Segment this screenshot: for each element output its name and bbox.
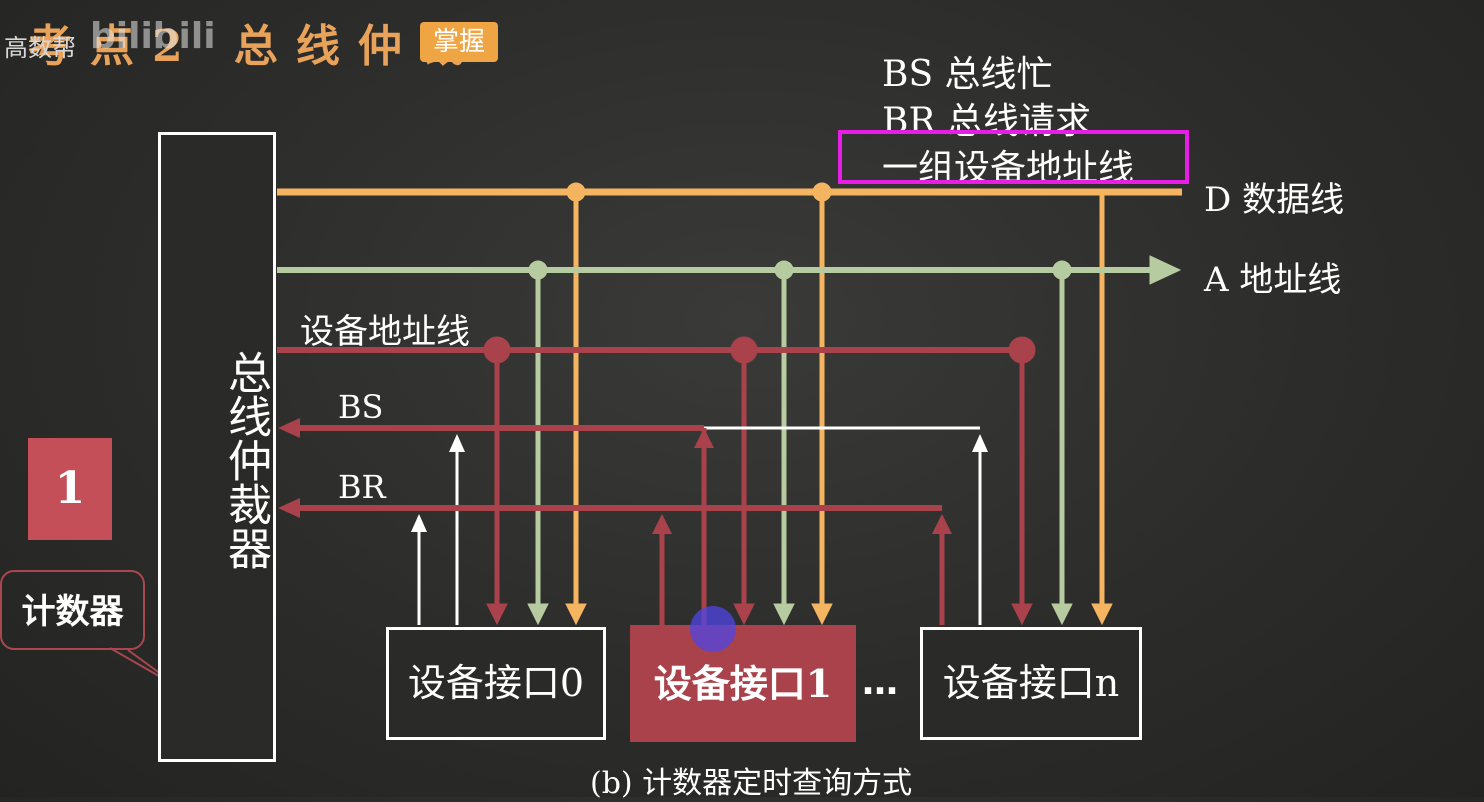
device-interface-n: 设备接口n xyxy=(920,627,1142,740)
ellipsis: … xyxy=(862,662,898,703)
address-bus-label: A 地址线 xyxy=(1204,260,1342,300)
legend-br: BR 总线请求 xyxy=(882,101,1092,142)
cursor-highlight xyxy=(690,606,736,652)
device-address-lines xyxy=(277,336,1036,626)
watermark-text: 高数帮 xyxy=(4,34,76,62)
legend-bs: BS 总线忙 xyxy=(882,54,1053,95)
device-label: 设备接口1 xyxy=(653,661,833,706)
device-address-label: 设备地址线 xyxy=(300,312,470,352)
device-label: 设备接口0 xyxy=(407,661,585,705)
br-label: BR xyxy=(338,468,386,506)
method-number-box: 1 xyxy=(28,438,112,540)
bus-arbiter-label: 总线仲裁器 xyxy=(220,350,271,570)
data-bus-label: D 数据线 xyxy=(1204,180,1345,220)
bilibili-logo: bilibili xyxy=(90,16,216,57)
br-line xyxy=(278,498,952,625)
bus-arbiter-box xyxy=(158,132,276,762)
highlight-box xyxy=(838,130,1189,184)
device-interface-0: 设备接口0 xyxy=(386,627,606,740)
address-bus xyxy=(277,255,1182,626)
bs-label: BS xyxy=(338,388,384,426)
bs-line xyxy=(278,418,988,625)
slide-title: 考点2 总线仲裁 xyxy=(28,21,482,72)
counter-callout: 计数器 xyxy=(0,570,145,650)
device-label: 设备接口n xyxy=(942,661,1120,705)
data-bus xyxy=(277,182,1182,626)
mastery-badge: 掌握 xyxy=(420,22,498,62)
figure-caption: (b) 计数器定时查询方式 xyxy=(590,766,913,801)
device-interface-1: 设备接口1 xyxy=(630,625,856,742)
